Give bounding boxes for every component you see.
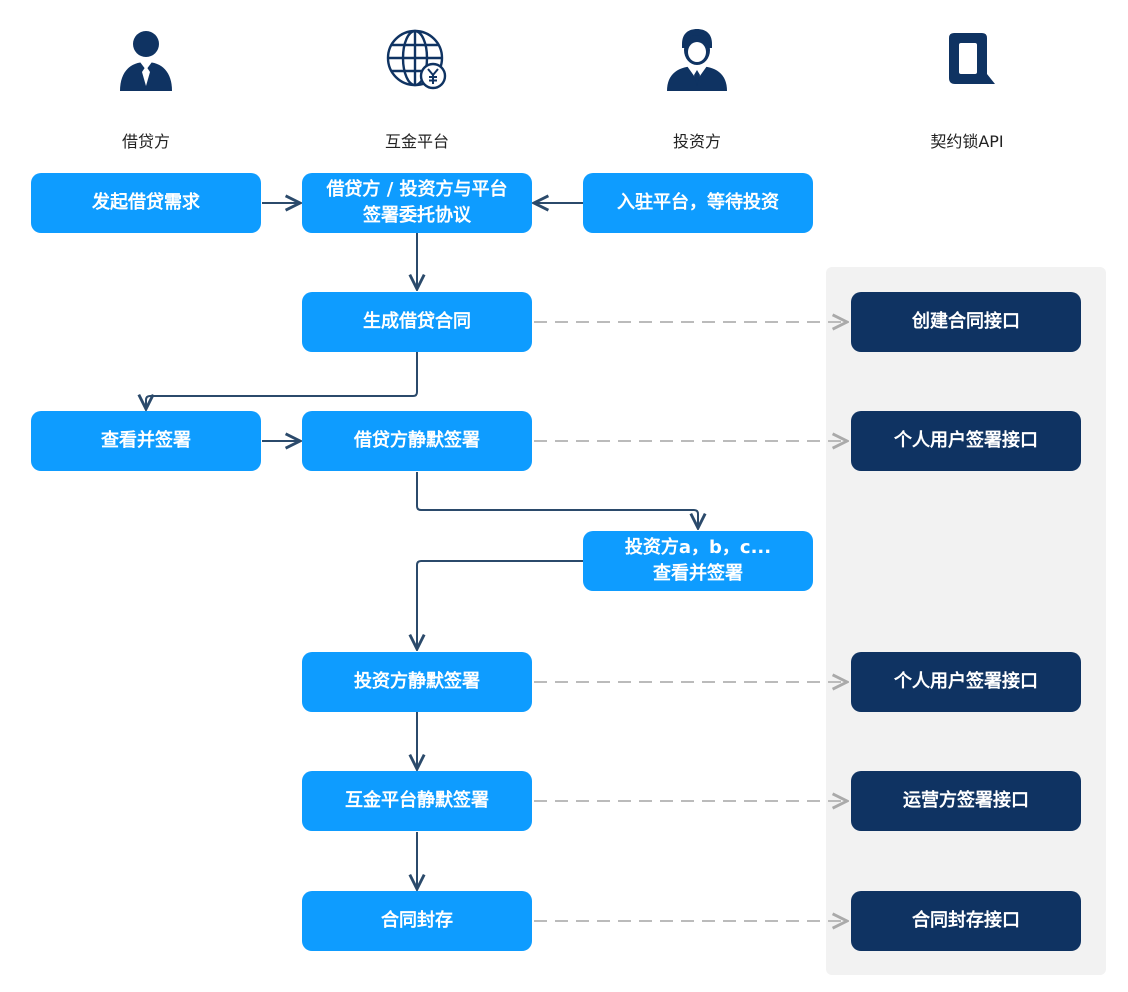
node-join-platform-await-investment: 入驻平台，等待投资	[583, 173, 813, 233]
api-personal-sign-2: 个人用户签署接口	[851, 652, 1081, 712]
api-panel	[826, 267, 1106, 975]
api-create-contract: 创建合同接口	[851, 292, 1081, 352]
role-label-qiyuesuo-api: 契约锁API	[930, 132, 1004, 151]
globe-yen-icon	[386, 29, 447, 90]
node-platform-silent-sign: 互金平台静默签署	[302, 771, 532, 831]
role-investor: 投资方	[622, 28, 772, 152]
node-contract-archive: 合同封存	[302, 891, 532, 951]
node-initiate-loan-request: 发起借贷需求	[31, 173, 261, 233]
qiyuesuo-logo-icon	[949, 33, 995, 84]
api-contract-archive: 合同封存接口	[851, 891, 1081, 951]
node-view-and-sign: 查看并签署	[31, 411, 261, 471]
connector-investors-to-investor-silent	[417, 560, 583, 649]
node-borrower-silent-sign: 借贷方静默签署	[302, 411, 532, 471]
role-borrower: 借贷方	[71, 28, 221, 152]
role-label-platform: 互金平台	[384, 132, 449, 151]
connector-borrower-silent-to-investors	[416, 472, 698, 528]
person-tie-icon	[120, 31, 172, 91]
api-operator-sign: 运营方签署接口	[851, 771, 1081, 831]
node-investors-view-and-sign: 投资方a，b，c... 查看并签署	[583, 531, 813, 591]
role-label-borrower: 借贷方	[121, 132, 170, 151]
role-platform: 互金平台	[342, 28, 492, 152]
connector-generate-to-view-sign	[146, 352, 418, 409]
role-qiyuesuo-api: 契约锁API	[892, 28, 1042, 152]
node-sign-entrust-agreement: 借贷方 / 投资方与平台 签署委托协议	[302, 173, 532, 233]
role-label-investor: 投资方	[672, 132, 721, 151]
node-generate-loan-contract: 生成借贷合同	[302, 292, 532, 352]
businessman-icon	[667, 29, 727, 91]
api-personal-sign-1: 个人用户签署接口	[851, 411, 1081, 471]
node-investor-silent-sign: 投资方静默签署	[302, 652, 532, 712]
